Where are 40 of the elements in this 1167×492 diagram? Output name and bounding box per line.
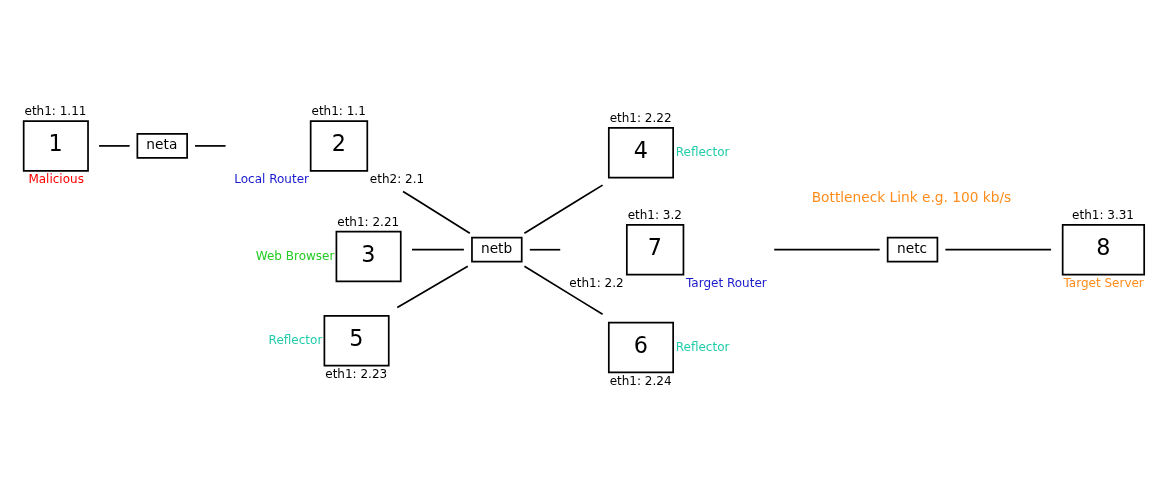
- node-label: Target Router: [686, 275, 767, 290]
- node-label: Malicious: [28, 171, 84, 186]
- node-box: 7: [625, 223, 685, 275]
- node-box: neta: [136, 132, 188, 159]
- node-label: eth1: 2.24: [609, 373, 672, 388]
- connector: [944, 248, 1052, 251]
- node-label: eth1: 3.31: [1072, 207, 1135, 222]
- node-box: 5: [323, 314, 390, 366]
- node-label: eth1: 2.21: [337, 214, 400, 229]
- node-label: Target Server: [1063, 275, 1144, 290]
- node-label: Reflector: [268, 332, 323, 347]
- node-box: 1: [22, 119, 89, 172]
- connector: [402, 190, 471, 234]
- node-label: eth2: 2.1: [369, 171, 425, 186]
- node-box: 8: [1061, 223, 1146, 275]
- node-label: eth1: 2.2: [569, 275, 624, 290]
- node-box: 6: [607, 321, 674, 373]
- node-label: Reflector: [675, 339, 730, 354]
- node-box: 4: [607, 126, 674, 178]
- node-label: eth1: 1.1: [311, 103, 366, 118]
- connector: [523, 183, 604, 234]
- node-label: eth1: 1.11: [24, 103, 87, 118]
- node-label: Web Browser: [255, 248, 335, 263]
- connector: [98, 144, 131, 147]
- node-box: 2: [309, 119, 369, 172]
- connector: [528, 248, 562, 251]
- connector: [411, 248, 465, 251]
- node-box: netc: [886, 236, 939, 263]
- node-box: 3: [335, 230, 402, 282]
- label: Bottleneck Link e.g. 100 kb/s: [811, 188, 1012, 205]
- connector: [773, 248, 881, 251]
- connector: [194, 144, 227, 147]
- node-box: netb: [471, 236, 523, 263]
- connector: [523, 264, 604, 315]
- node-label: eth1: 3.2: [627, 207, 682, 222]
- node-label: Reflector: [675, 144, 730, 159]
- node-label: eth1: 2.22: [609, 110, 672, 125]
- connector: [396, 264, 469, 308]
- node-label: Local Router: [234, 171, 309, 186]
- node-label: eth1: 2.23: [325, 366, 388, 381]
